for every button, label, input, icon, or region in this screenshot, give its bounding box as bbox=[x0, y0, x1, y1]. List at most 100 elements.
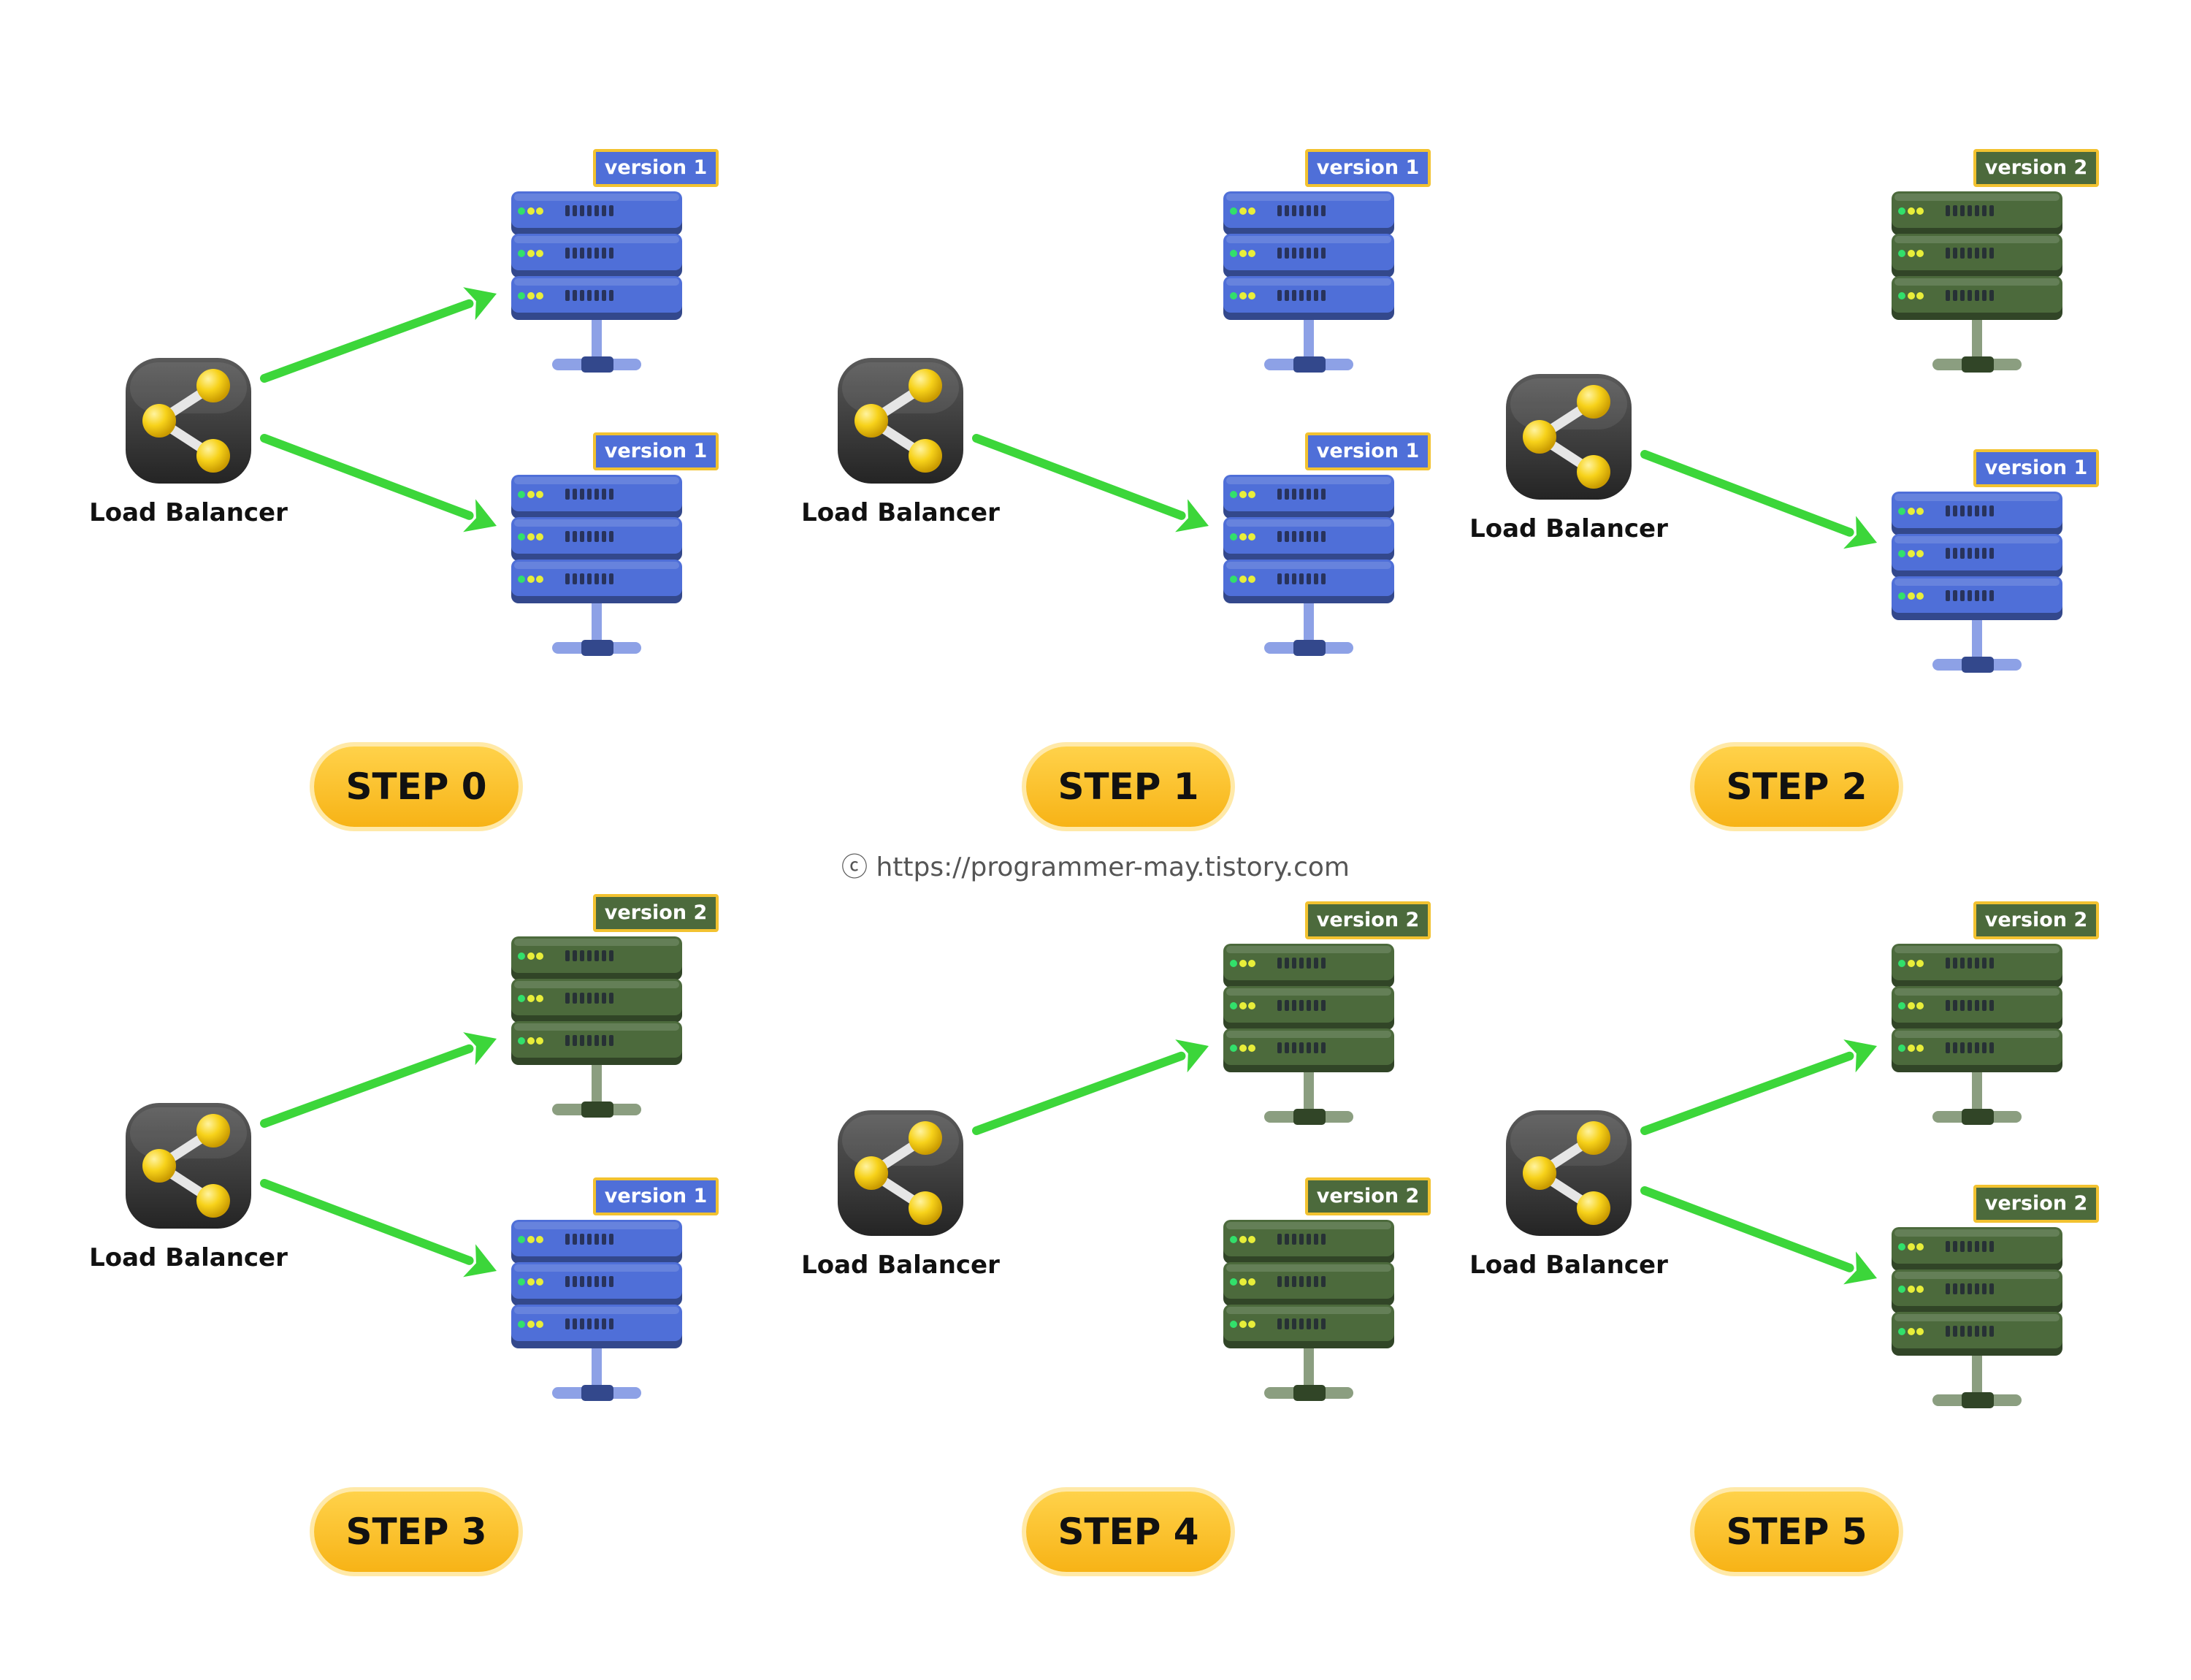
drive-slot bbox=[1277, 1276, 1282, 1287]
drive-slot bbox=[1314, 489, 1318, 500]
drive-slot bbox=[594, 573, 599, 584]
drive-slot bbox=[609, 489, 613, 500]
drive-slot bbox=[1314, 205, 1318, 216]
status-light bbox=[527, 952, 535, 960]
drive-slot bbox=[587, 1318, 592, 1329]
drive-slot bbox=[594, 1035, 599, 1046]
status-light bbox=[1248, 491, 1255, 498]
step-badge: STEP 3 bbox=[314, 1492, 519, 1572]
server-connector bbox=[1293, 1385, 1326, 1401]
status-light bbox=[1239, 1002, 1247, 1009]
status-light bbox=[1908, 250, 1915, 257]
drive-slot bbox=[1314, 1276, 1318, 1287]
drive-slot bbox=[565, 1035, 570, 1046]
drive-slot bbox=[587, 1234, 592, 1245]
drive-slot bbox=[1321, 1042, 1326, 1053]
status-light bbox=[1898, 1045, 1905, 1052]
drive-slot bbox=[609, 1276, 613, 1287]
drive-slot bbox=[1292, 248, 1296, 259]
share-node bbox=[1577, 385, 1610, 419]
status-light bbox=[1908, 550, 1915, 557]
drive-slot bbox=[1968, 590, 1972, 601]
drive-slot bbox=[565, 1234, 570, 1245]
server-connector bbox=[1293, 356, 1326, 373]
drive-slot bbox=[1968, 1000, 1972, 1011]
drive-slot bbox=[1321, 573, 1326, 584]
drive-slot bbox=[1321, 205, 1326, 216]
drive-slot bbox=[1285, 1042, 1289, 1053]
status-light bbox=[1908, 1328, 1915, 1335]
status-light bbox=[1898, 508, 1905, 515]
drive-slot bbox=[1982, 1283, 1987, 1294]
drive-slot bbox=[1953, 590, 1957, 601]
arrow-shaft bbox=[972, 434, 1186, 520]
drive-slot bbox=[565, 531, 570, 542]
share-icon bbox=[126, 358, 251, 484]
share-node bbox=[196, 369, 230, 402]
drive-slot bbox=[594, 531, 599, 542]
drive-slot bbox=[1299, 1000, 1304, 1011]
drive-slot bbox=[565, 573, 570, 584]
server-unit-highlight bbox=[514, 519, 679, 527]
share-icon bbox=[838, 358, 963, 484]
server-unit-highlight bbox=[1226, 1031, 1391, 1038]
status-light bbox=[1916, 207, 1924, 215]
status-light bbox=[1239, 960, 1247, 967]
traffic-arrow bbox=[1640, 1039, 1877, 1135]
drive-slot bbox=[580, 1276, 584, 1287]
arrow-head bbox=[1843, 1039, 1877, 1073]
drive-slot bbox=[609, 1035, 613, 1046]
server-stand bbox=[592, 603, 602, 644]
drive-slot bbox=[1321, 248, 1326, 259]
status-light bbox=[1898, 1243, 1905, 1251]
drive-slot bbox=[1321, 489, 1326, 500]
server-connector bbox=[1962, 1392, 1994, 1408]
arrow-shaft bbox=[260, 299, 474, 383]
traffic-arrow bbox=[1640, 1186, 1877, 1285]
drive-slot bbox=[1314, 248, 1318, 259]
drive-slot bbox=[609, 950, 613, 961]
drive-slot bbox=[1277, 489, 1282, 500]
drive-slot bbox=[573, 993, 577, 1004]
share-node bbox=[1577, 1191, 1610, 1225]
status-light bbox=[536, 1321, 543, 1328]
copyright-text: ⓒ https://programmer-may.tistory.com bbox=[841, 852, 1350, 882]
drive-slot bbox=[1946, 1000, 1950, 1011]
drive-slot bbox=[1299, 489, 1304, 500]
drive-slot bbox=[1285, 1318, 1289, 1329]
drive-slot bbox=[573, 1276, 577, 1287]
server-rack-icon bbox=[1892, 492, 2062, 673]
version-badge: version 1 bbox=[1305, 149, 1431, 187]
drive-slot bbox=[1299, 1234, 1304, 1245]
drive-slot bbox=[1277, 1000, 1282, 1011]
drive-slot bbox=[1953, 1241, 1957, 1252]
step-badge: STEP 0 bbox=[314, 747, 519, 827]
share-node bbox=[196, 1184, 230, 1218]
drive-slot bbox=[1321, 1000, 1326, 1011]
drive-slot bbox=[1975, 1326, 1979, 1337]
drive-slot bbox=[587, 290, 592, 301]
step-badge: STEP 4 bbox=[1026, 1492, 1231, 1572]
drive-slot bbox=[594, 489, 599, 500]
drive-slot bbox=[587, 1035, 592, 1046]
share-icon bbox=[1506, 374, 1632, 500]
status-light bbox=[1916, 1243, 1924, 1251]
drive-slot bbox=[1982, 248, 1987, 259]
share-node bbox=[854, 404, 888, 438]
drive-slot bbox=[587, 205, 592, 216]
server-unit-highlight bbox=[1226, 946, 1391, 953]
status-light bbox=[1230, 1278, 1237, 1286]
server-stand bbox=[1304, 319, 1314, 360]
drive-slot bbox=[1299, 1318, 1304, 1329]
status-light bbox=[1239, 1236, 1247, 1243]
server-unit-highlight bbox=[514, 236, 679, 243]
server-unit-highlight bbox=[1226, 988, 1391, 996]
traffic-arrow bbox=[260, 1179, 497, 1278]
drive-slot bbox=[1960, 290, 1965, 301]
share-node bbox=[142, 404, 176, 438]
drive-slot bbox=[1314, 1000, 1318, 1011]
drive-slot bbox=[1292, 531, 1296, 542]
server-rack-icon bbox=[1892, 944, 2062, 1125]
drive-slot bbox=[1307, 958, 1311, 969]
